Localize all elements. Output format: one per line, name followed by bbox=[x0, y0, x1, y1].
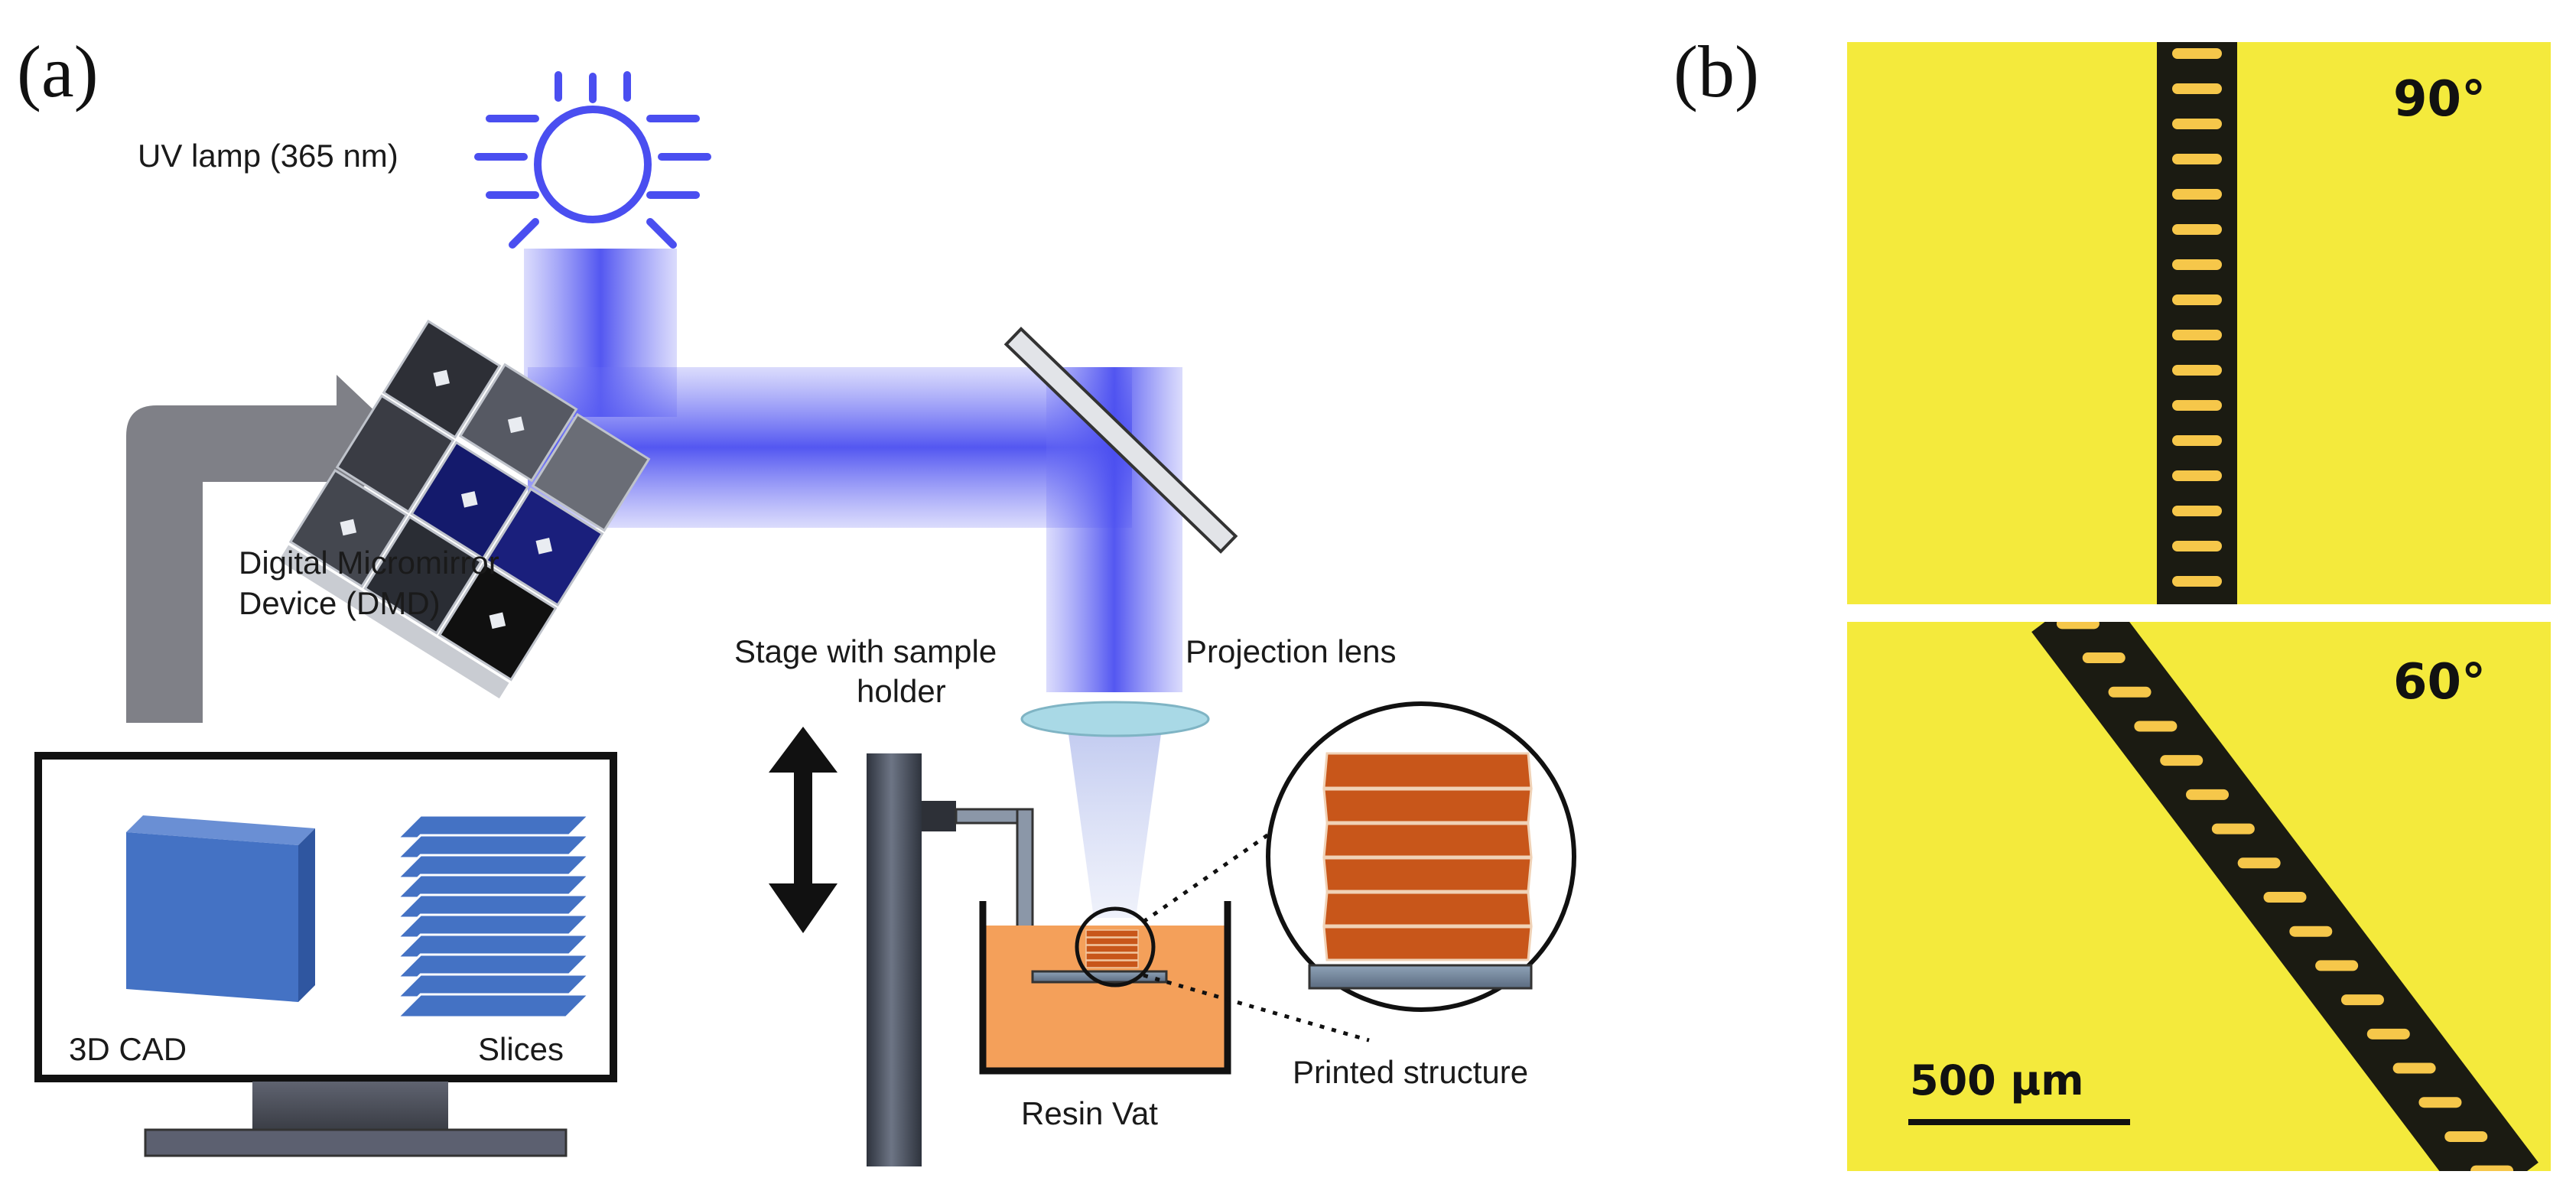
angle-label-90: 90° bbox=[2393, 71, 2487, 128]
dmd-mirror-array bbox=[278, 319, 651, 699]
printed-structure-label: Printed structure bbox=[1293, 1054, 1529, 1090]
zoom-circle-small bbox=[1075, 906, 1156, 987]
arrow-icon bbox=[126, 375, 409, 723]
uv-lamp-label: UV lamp (365 nm) bbox=[138, 138, 398, 174]
coil-highlight bbox=[2315, 960, 2359, 971]
stage-connector bbox=[922, 801, 956, 831]
coil-highlight bbox=[2108, 686, 2152, 698]
stage-label-line2: holder bbox=[857, 673, 946, 709]
coil-highlight bbox=[2172, 83, 2222, 94]
small-printed-structure bbox=[1085, 929, 1139, 968]
coil-highlight bbox=[2444, 1131, 2488, 1142]
projection-cone bbox=[1067, 723, 1163, 918]
coil-highlight bbox=[2172, 224, 2222, 235]
coil-highlight bbox=[2392, 1062, 2436, 1074]
resin-vat-label: Resin Vat bbox=[1021, 1095, 1158, 1131]
coil-highlight bbox=[2172, 294, 2222, 305]
uv-beam-vertical-2 bbox=[1046, 367, 1182, 692]
coil-highlight bbox=[2470, 1165, 2514, 1171]
coil-highlight bbox=[2186, 789, 2230, 800]
coil-highlight bbox=[2134, 721, 2178, 732]
cad-block bbox=[126, 815, 315, 1002]
coil-highlight bbox=[2056, 622, 2100, 630]
coil-highlight bbox=[2237, 857, 2281, 869]
double-arrow-icon bbox=[769, 727, 838, 933]
stage-pillar bbox=[867, 753, 922, 1166]
coil-highlight bbox=[2172, 365, 2222, 376]
stage-label-line1: Stage with sample bbox=[734, 633, 997, 669]
large-sample-plate bbox=[1308, 964, 1533, 990]
coil-highlight bbox=[2172, 400, 2222, 411]
coil-highlight bbox=[2172, 48, 2222, 59]
coil-highlight bbox=[2340, 994, 2384, 1006]
coil-highlight bbox=[2082, 652, 2126, 664]
coil-highlight bbox=[2172, 119, 2222, 129]
coil-highlight bbox=[2172, 330, 2222, 340]
micrograph-60: 60° 500 µm bbox=[1847, 622, 2551, 1171]
panel-b-letter: (b) bbox=[1673, 31, 1759, 112]
coil-highlight bbox=[2211, 823, 2255, 835]
angle-label-60: 60° bbox=[2393, 654, 2487, 711]
slices-stack bbox=[395, 814, 592, 1019]
coil-highlight bbox=[2172, 470, 2222, 481]
coil-highlight bbox=[2160, 755, 2204, 766]
projection-lens bbox=[1020, 701, 1210, 737]
slices-label: Slices bbox=[478, 1031, 564, 1067]
dmd-label-line1: Digital Micromirror bbox=[239, 545, 499, 581]
coil-highlight bbox=[2172, 541, 2222, 551]
coil-highlight bbox=[2263, 892, 2307, 903]
coil-highlight bbox=[2172, 189, 2222, 200]
cad-label: 3D CAD bbox=[69, 1031, 187, 1067]
micrograph-90: 90° bbox=[1847, 42, 2551, 604]
projection-lens-label: Projection lens bbox=[1186, 633, 1397, 669]
coil-highlight bbox=[2172, 154, 2222, 164]
coil-highlight bbox=[2172, 259, 2222, 270]
scale-bar bbox=[1908, 1119, 2130, 1125]
coil-highlight bbox=[2172, 506, 2222, 516]
coil-highlight bbox=[2418, 1097, 2462, 1108]
dmd-label-line2: Device (DMD) bbox=[239, 585, 441, 621]
resin-vat bbox=[979, 901, 1231, 1075]
coil-highlight bbox=[2172, 576, 2222, 587]
coil-highlight bbox=[2172, 435, 2222, 446]
coil-highlight bbox=[2289, 926, 2333, 937]
sun-icon bbox=[474, 71, 711, 249]
panel-a-letter: (a) bbox=[17, 31, 99, 112]
large-printed-structure bbox=[1322, 752, 1533, 961]
panel-a-diagram bbox=[34, 71, 1576, 1166]
coil-highlight bbox=[2366, 1028, 2410, 1039]
scale-bar-label: 500 µm bbox=[1910, 1056, 2084, 1105]
mirror-icon bbox=[1003, 327, 1238, 554]
